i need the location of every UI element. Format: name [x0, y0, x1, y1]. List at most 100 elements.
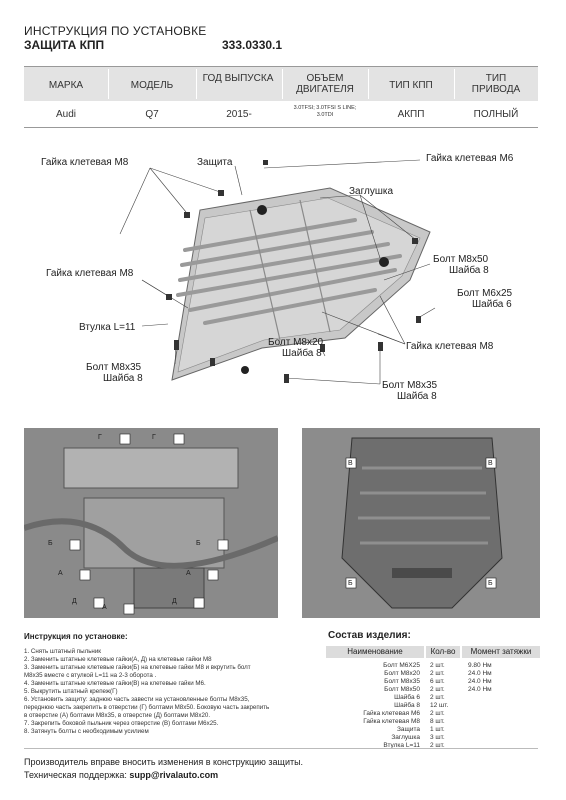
- instruction-step: в отверстие (А) болтами М8х35, в отверст…: [24, 712, 211, 719]
- spec-value-drive: ПОЛНЫЙ: [473, 109, 519, 120]
- photo-underbody-before: [24, 428, 278, 618]
- label-bolt-m8x35-left: Болт М8х35: [86, 362, 142, 373]
- label-washer-8-a: Шайба 8: [449, 265, 489, 276]
- instruction-step: 1. Снять штатный пыльник: [24, 648, 102, 655]
- component-name: Болт М8х50: [384, 686, 420, 693]
- label-nut-m6: Гайка клетевая М6: [426, 153, 514, 164]
- spec-header-brand: МАРКА: [48, 80, 84, 91]
- component-name: Защита: [396, 726, 420, 733]
- exploded-diagram: [119, 159, 436, 385]
- component-qty: 2 шт.: [430, 742, 445, 749]
- instruction-step: 3. Заменить штатные клетевые гайки(Б) на…: [24, 664, 251, 671]
- label-shield: Защита: [197, 157, 233, 168]
- label-washer-8-d: Шайба 8: [397, 391, 437, 402]
- leader-lines: [119, 159, 436, 385]
- spec-header-gearbox: ТИП КПП: [389, 80, 433, 91]
- spec-value-engine: 3.0TFSI; 3.0TFSI S LINE; 3.0TDI: [293, 105, 357, 118]
- shield-ribs: [176, 218, 402, 325]
- instruction-step: переднюю часть закрепить в отверстии (Г)…: [24, 704, 270, 711]
- instruction-step: М8х35 вместе с втулкой L=11 на 2-3 оборо…: [24, 672, 157, 679]
- photo-left-label-1: Г: [98, 434, 102, 441]
- label-washer-8-b: Шайба 8: [282, 348, 322, 359]
- label-bolt-m8x35-right: Болт М8х35: [382, 380, 438, 391]
- label-washer-6: Шайба 6: [472, 299, 512, 310]
- component-qty: 2 шт.: [430, 662, 445, 669]
- component-qty: 2 шт.: [430, 686, 445, 693]
- label-bushing: Втулка L=11: [79, 322, 136, 333]
- photo-underbody-after: [302, 428, 540, 618]
- component-name: Шайба 8: [394, 702, 420, 709]
- doc-title: ИНСТРУКЦИЯ ПО УСТАНОВКЕ: [24, 24, 207, 38]
- spec-value-brand: Audi: [55, 109, 76, 120]
- component-qty: 3 шт.: [430, 734, 445, 741]
- label-bolt-m8x20: Болт М8х20: [268, 337, 324, 348]
- support-label: Техническая поддержка:: [24, 770, 127, 780]
- doc-subtitle: ЗАЩИТА КПП: [24, 38, 105, 52]
- photo-left-label-8: Д: [172, 598, 177, 605]
- spec-value-gearbox: АКПП: [397, 109, 425, 120]
- footer-divider: [24, 748, 538, 749]
- component-torque: 24.0 Нм: [468, 678, 492, 685]
- plug-hole: [257, 205, 267, 215]
- plug-hole: [241, 366, 249, 374]
- components-header-torque: Момент затяжки: [462, 646, 540, 658]
- instruction-step: 2. Заменить штатные клетевые гайки(А, Д)…: [24, 656, 212, 663]
- footer-support: Техническая поддержка: supp@rivalauto.co…: [24, 770, 218, 780]
- instruction-step: 6. Установить защиту: заднюю часть завес…: [24, 696, 250, 703]
- spec-header-year: ГОД ВЫПУСКА: [202, 73, 274, 84]
- fastener-icons: [166, 160, 421, 383]
- component-name: Заглушка: [391, 734, 420, 741]
- instruction-step: 5. Выкрутить штатный крепеж(Г): [24, 688, 118, 695]
- component-torque: 24.0 Нм: [468, 686, 492, 693]
- spec-table: МАРКА МОДЕЛЬ ГОД ВЫПУСКА ОБЪЕМ ДВИГАТЕЛЯ…: [24, 66, 538, 128]
- components-header-qty: Кол-во: [426, 646, 460, 658]
- photo-left-label-9: А: [102, 604, 107, 611]
- component-name: Болт М8х35: [384, 678, 420, 685]
- label-washer-8-c: Шайба 8: [103, 373, 143, 384]
- label-bolt-m6x25: Болт М6х25: [457, 288, 513, 299]
- support-email[interactable]: supp@rivalauto.com: [129, 770, 219, 780]
- instruction-step: 4. Заменить штатные клетевые гайки(В) на…: [24, 680, 206, 687]
- photo-left-label-2: Г: [152, 434, 156, 441]
- component-qty: 8 шт.: [430, 718, 445, 725]
- component-qty: 2 шт.: [430, 710, 445, 717]
- plug-hole: [379, 257, 389, 267]
- component-name: Шайба 6: [394, 694, 420, 701]
- label-nut-m8-left: Гайка клетевая М8: [46, 268, 134, 279]
- spec-header-engine: ОБЪЕМ ДВИГАТЕЛЯ: [296, 73, 354, 95]
- photo-right-label-4: Б: [488, 580, 493, 587]
- shield-cross-ribs: [249, 199, 331, 341]
- component-torque: 9.80 Нм: [468, 662, 492, 669]
- label-nut-m8-top: Гайка клетевая М8: [41, 157, 129, 168]
- photo-left-label-3: Б: [48, 540, 53, 547]
- components-title: Состав изделия:: [328, 630, 411, 641]
- spec-header-drive: ТИП ПРИВОДА: [471, 73, 521, 95]
- photo-left-label-7: Д: [72, 598, 77, 605]
- spec-header-row: МАРКА МОДЕЛЬ ГОД ВЫПУСКА ОБЪЕМ ДВИГАТЕЛЯ…: [24, 67, 538, 101]
- component-name: Болт М8х20: [384, 670, 420, 677]
- photo-left-label-4: Б: [196, 540, 201, 547]
- component-name: Болт М6Х25: [383, 662, 420, 669]
- components-table: Наименование Кол-во Момент затяжки Болт …: [326, 646, 540, 749]
- label-plug: Заглушка: [349, 186, 394, 197]
- photo-left-label-5: А: [58, 570, 63, 577]
- spec-value-year: 2015-: [226, 109, 252, 120]
- component-name: Втулка L=11: [383, 742, 420, 749]
- photo-right-label-1: В: [348, 460, 353, 467]
- spec-value-row: Audi Q7 2015- 3.0TFSI; 3.0TFSI S LINE; 3…: [24, 101, 538, 127]
- spec-value-model: Q7: [145, 109, 159, 120]
- photo-right-label-2: В: [488, 460, 493, 467]
- instruction-step: 8. Затянуть болты с необходимым усилием: [24, 728, 149, 735]
- component-qty: 1 шт.: [430, 726, 445, 733]
- components-header-name: Наименование: [326, 646, 424, 658]
- component-qty: 12 шт.: [430, 702, 449, 709]
- photo-left-label-6: А: [186, 570, 191, 577]
- spec-header-model: МОДЕЛЬ: [130, 80, 174, 91]
- instruction-step: 7. Закрепить боковой пыльник через отвер…: [24, 720, 219, 727]
- label-nut-m8-right: Гайка клетевая М8: [406, 341, 494, 352]
- component-qty: 2 шт.: [430, 670, 445, 677]
- label-bolt-m8x50: Болт М8х50: [433, 254, 489, 265]
- footer-disclaimer: Производитель вправе вносить изменения в…: [24, 757, 304, 767]
- component-qty: 6 шт.: [430, 678, 445, 685]
- component-torque: 24.0 Нм: [468, 670, 492, 677]
